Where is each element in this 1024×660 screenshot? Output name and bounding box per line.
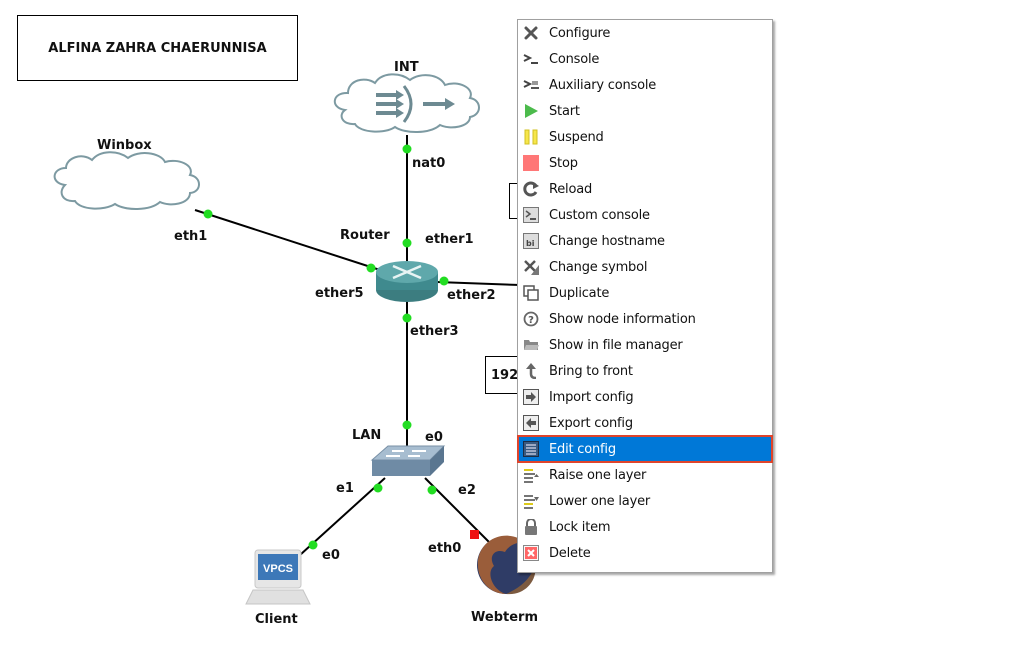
webterm-label: Webterm [471, 610, 538, 625]
stop-icon [523, 155, 539, 171]
port-ether5-up [366, 263, 376, 273]
port-indicators [203, 144, 479, 550]
lan-e0-port-label: e0 [425, 430, 443, 445]
menu-item-import-config[interactable]: Import config [518, 384, 772, 410]
menu-item-change-symbol[interactable]: Change symbol [518, 254, 772, 280]
link-router-ether2[interactable] [436, 281, 521, 286]
menu-item-change-hostname[interactable]: bi Change hostname [518, 228, 772, 254]
port-nat0-up [402, 144, 412, 154]
menu-item-show-node-information[interactable]: ? Show node information [518, 306, 772, 332]
router-arrows-icon [392, 264, 422, 280]
reload-icon [523, 181, 539, 197]
port-ether1-up [402, 238, 412, 248]
ether3-port-label: ether3 [410, 324, 459, 339]
svg-text:?: ? [528, 315, 534, 326]
menu-item-lock-item[interactable]: Lock item [518, 514, 772, 540]
vpcs-screen-text: VPCS [263, 563, 293, 575]
menu-item-suspend[interactable]: Suspend [518, 124, 772, 150]
node-context-menu: Configure Console Auxiliary console Star… [517, 19, 773, 573]
raise-layer-icon [523, 467, 539, 483]
menu-item-delete[interactable]: Delete [518, 540, 772, 566]
port-lan-e2-up [427, 485, 437, 495]
client-e0-port-label: e0 [322, 548, 340, 563]
switch-arrows-icon [386, 450, 426, 457]
int-cloud-node[interactable] [333, 73, 480, 133]
lock-icon [523, 519, 539, 535]
auxiliary-console-icon [523, 77, 539, 93]
nat0-port-label: nat0 [412, 156, 446, 171]
router-label: Router [340, 228, 390, 243]
lan-label: LAN [352, 428, 382, 443]
delete-icon [523, 545, 539, 561]
nat-arrows-icon [376, 85, 455, 123]
pause-icon [523, 129, 539, 145]
duplicate-icon [523, 285, 539, 301]
eth1-port-label: eth1 [174, 229, 208, 244]
title-note[interactable]: ALFINA ZAHRA CHAERUNNISA [17, 15, 298, 81]
menu-item-export-config[interactable]: Export config [518, 410, 772, 436]
lan-e2-port-label: e2 [458, 483, 476, 498]
router-node[interactable] [376, 261, 438, 302]
port-ether2-up [439, 276, 449, 286]
lower-layer-icon [523, 493, 539, 509]
port-eth1-up [203, 209, 213, 219]
ip-note-text: 192 [491, 368, 519, 383]
wrench-screwdriver-icon [523, 25, 539, 41]
symbol-icon [523, 259, 539, 275]
int-label: INT [394, 60, 419, 75]
ether2-port-label: ether2 [447, 288, 496, 303]
ether1-port-label: ether1 [425, 232, 474, 247]
bring-front-icon [523, 363, 539, 379]
ether5-port-label: ether5 [315, 286, 364, 301]
menu-item-stop[interactable]: Stop [518, 150, 772, 176]
switch-node[interactable] [370, 445, 446, 476]
export-icon [523, 415, 539, 431]
webterm-eth0-port-label: eth0 [428, 541, 462, 556]
svg-text:bi: bi [526, 239, 535, 248]
edit-config-icon [523, 441, 539, 457]
menu-item-auxiliary-console[interactable]: Auxiliary console [518, 72, 772, 98]
menu-item-reload[interactable]: Reload [518, 176, 772, 202]
title-note-text: ALFINA ZAHRA CHAERUNNISA [48, 40, 267, 56]
menu-item-start[interactable]: Start [518, 98, 772, 124]
play-icon [523, 103, 539, 119]
winbox-label: Winbox [97, 138, 152, 153]
menu-item-console[interactable]: Console [518, 46, 772, 72]
port-ether3-up [402, 313, 412, 323]
port-eth0-down [470, 530, 479, 539]
link-lan-webterm[interactable] [424, 477, 496, 549]
client-label: Client [255, 612, 298, 627]
cloud-icon [333, 73, 480, 133]
custom-console-icon [523, 207, 539, 223]
console-icon [523, 51, 539, 67]
menu-item-show-in-file-manager[interactable]: Show in file manager [518, 332, 772, 358]
port-client-e0-up [308, 540, 318, 550]
folder-icon [523, 337, 539, 353]
link-winbox-router[interactable] [194, 209, 381, 271]
menu-item-raise-one-layer[interactable]: Raise one layer [518, 462, 772, 488]
menu-item-configure[interactable]: Configure [518, 20, 772, 46]
hostname-icon: bi [523, 233, 539, 249]
menu-item-bring-to-front[interactable]: Bring to front [518, 358, 772, 384]
menu-item-lower-one-layer[interactable]: Lower one layer [518, 488, 772, 514]
import-icon [523, 389, 539, 405]
port-lan-e1-up [373, 483, 383, 493]
winbox-cloud-icon[interactable] [53, 151, 200, 210]
port-lan-e0-up [402, 420, 412, 430]
info-icon: ? [523, 311, 539, 327]
menu-item-edit-config[interactable]: Edit config [517, 435, 773, 463]
lan-e1-port-label: e1 [336, 481, 354, 496]
client-node[interactable]: VPCS [245, 549, 311, 605]
menu-item-duplicate[interactable]: Duplicate [518, 280, 772, 306]
menu-item-custom-console[interactable]: Custom console [518, 202, 772, 228]
